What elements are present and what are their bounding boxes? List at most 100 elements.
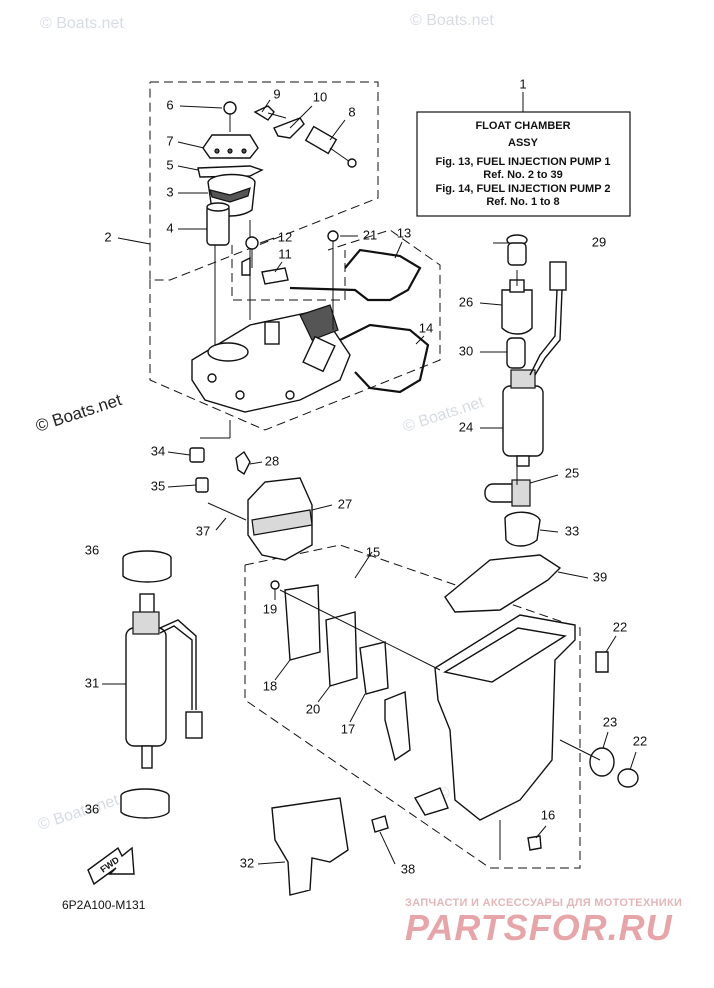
connector-block <box>299 304 339 341</box>
lower-screws <box>189 420 251 493</box>
group-outlines <box>149 81 581 869</box>
pump-connector <box>185 711 203 739</box>
callout-39: 39 <box>593 569 607 584</box>
callout-15: 15 <box>366 544 380 559</box>
bracket-10 <box>273 117 305 139</box>
gasket-5 <box>197 165 264 178</box>
fwd-arrow-icon <box>87 846 135 886</box>
top-assembly-body <box>191 220 351 413</box>
info-box-line-4: Ref. No. 2 to 39 <box>483 169 562 181</box>
callout-31: 31 <box>85 675 99 690</box>
connector-plug <box>549 261 567 291</box>
lower-bracket-group <box>271 797 542 896</box>
gasket-39 <box>444 554 562 613</box>
grommet-22-lower <box>617 768 639 788</box>
drawing-code: 6P2A100-M131 <box>62 898 146 912</box>
watermark-middle: © Boats.net <box>401 394 487 436</box>
fuel-pump-24 <box>502 385 544 457</box>
screw-21 <box>327 230 339 242</box>
callout-20: 20 <box>306 701 320 716</box>
info-box-line-5: Fig. 14, FUEL INJECTION PUMP 2 <box>435 183 610 195</box>
callout-11: 11 <box>278 246 292 261</box>
bracket-32 <box>271 797 349 896</box>
info-box-line-6: Ref. No. 1 to 8 <box>486 196 559 208</box>
pump-nozzle <box>139 593 155 615</box>
screw-16 <box>527 835 542 851</box>
callout-8: 8 <box>348 104 355 119</box>
filter-26 <box>501 289 533 335</box>
info-box-line-3: Fig. 13, FUEL INJECTION PUMP 1 <box>435 156 610 168</box>
outline-assembly-15 <box>244 544 581 869</box>
fitting-28 <box>235 450 251 476</box>
plate-20 <box>325 611 358 687</box>
info-box-frame <box>416 111 631 217</box>
watermark-top-left: © Boats.net <box>40 15 124 32</box>
callout-34: 34 <box>151 443 165 458</box>
callout-21: 21 <box>363 227 377 242</box>
plate-group <box>270 580 441 695</box>
callout-1: 1 <box>519 76 526 91</box>
leader-lines <box>102 99 637 865</box>
callout-38: 38 <box>401 861 415 876</box>
callout-22-upper: 22 <box>613 619 627 634</box>
callout-19: 19 <box>263 601 277 616</box>
info-box-line-2: ASSY <box>508 137 539 149</box>
cover-group <box>207 477 313 561</box>
brand-logo: PARTSFOR.RU <box>405 907 673 948</box>
callout-37: 37 <box>196 523 210 538</box>
info-box-line-1: FLOAT CHAMBER <box>475 120 570 132</box>
info-box: FLOAT CHAMBER ASSY Fig. 13, FUEL INJECTI… <box>416 92 631 217</box>
callout-29: 29 <box>592 234 606 249</box>
callout-2: 2 <box>104 229 111 244</box>
bolt-38 <box>371 815 389 833</box>
callout-27: 27 <box>338 496 352 511</box>
callout-9: 9 <box>273 86 280 101</box>
left-pump-group <box>120 550 203 819</box>
callout-30: 30 <box>459 343 473 358</box>
callout-35: 35 <box>151 478 165 493</box>
callout-12: 12 <box>278 229 292 244</box>
callout-14: 14 <box>419 320 433 335</box>
callout-24: 24 <box>459 419 473 434</box>
callout-36-bottom: 36 <box>85 801 99 816</box>
callouts: 1 2 3 4 5 6 7 8 9 10 11 12 13 14 15 16 1… <box>85 76 647 876</box>
hose-13 <box>289 248 422 302</box>
bracket-left <box>384 690 411 762</box>
callout-4: 4 <box>166 220 173 235</box>
watermark-main: © Boats.net <box>33 390 124 436</box>
brand-subtitle: ЗАПЧАСТИ И АКСЕССУАРЫ ДЛЯ МОТОТЕХНИКИ <box>405 897 682 909</box>
callout-6: 6 <box>166 97 173 112</box>
sensor-8 <box>304 125 338 155</box>
side-grommets <box>559 651 639 788</box>
watermark-bottom-left: © Boats.net <box>36 792 122 834</box>
callout-18: 18 <box>263 678 277 693</box>
fwd-arrow: FWD <box>87 846 135 886</box>
callout-5: 5 <box>166 157 173 172</box>
fitting-11 <box>261 267 289 285</box>
grommet-22-upper <box>595 651 609 673</box>
fuel-pump-31 <box>125 627 167 747</box>
callout-36-top: 36 <box>85 542 99 557</box>
screw-19 <box>270 580 280 590</box>
callout-13: 13 <box>397 225 411 240</box>
outline-upper-parts <box>149 81 379 281</box>
screw-9 <box>253 105 275 121</box>
gasket-17 <box>359 641 389 695</box>
callout-32: 32 <box>240 855 254 870</box>
hose-14 <box>339 323 430 394</box>
callout-25: 25 <box>565 465 579 480</box>
screw-34 <box>189 447 205 463</box>
screw-35 <box>195 477 209 493</box>
float-chamber <box>384 614 576 860</box>
pin-37 <box>207 502 247 521</box>
screw-6 <box>223 101 237 115</box>
callout-33: 33 <box>565 523 579 538</box>
callout-10: 10 <box>313 89 327 104</box>
callout-22-lower: 22 <box>633 733 647 748</box>
plate-18 <box>284 584 321 661</box>
callout-16: 16 <box>541 807 555 822</box>
watermark-top-right: © Boats.net <box>410 12 494 29</box>
callout-7: 7 <box>166 133 173 148</box>
plate-7 <box>202 134 259 159</box>
